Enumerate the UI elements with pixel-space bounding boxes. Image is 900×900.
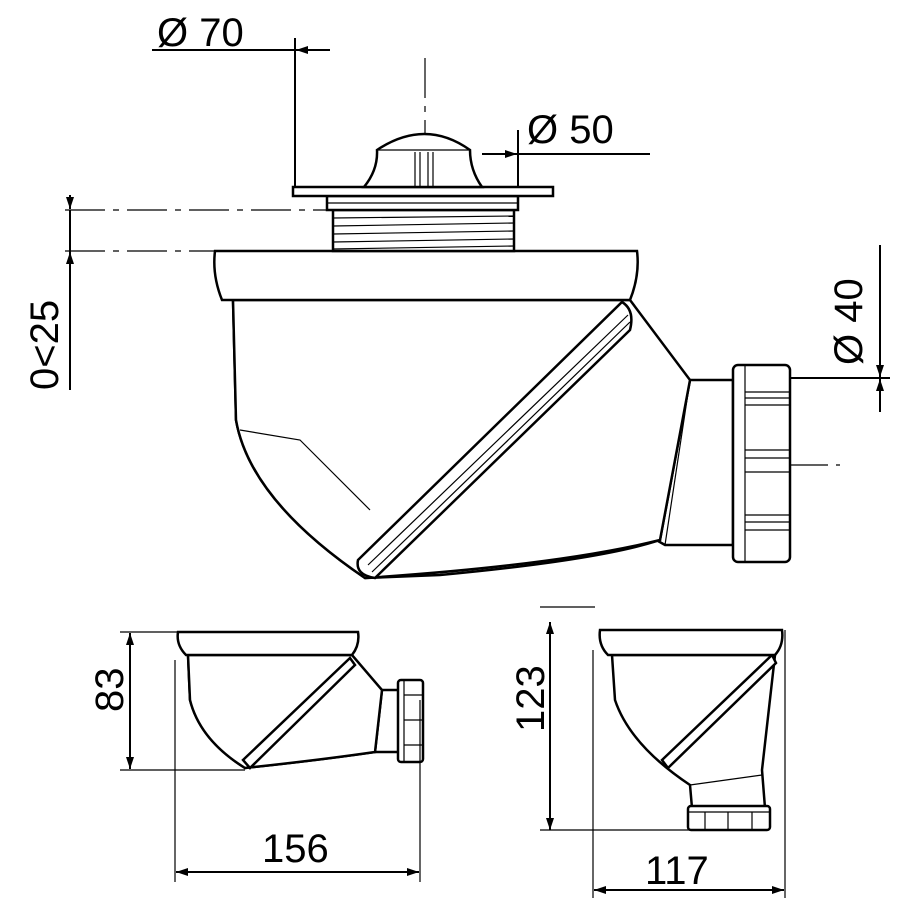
cap-diameter-dimension: Ø 50: [482, 108, 650, 210]
front-width-label: 117: [645, 849, 709, 893]
flange-diameter-dimension: Ø 70: [152, 11, 330, 192]
trap-main-view: [213, 132, 792, 580]
trap-side-view: [176, 630, 425, 770]
trap-front-view: [598, 628, 784, 832]
side-width-label: 156: [262, 827, 329, 871]
flange-diameter-label: Ø 70: [157, 11, 244, 55]
outlet-diameter-dimension: Ø 40: [790, 245, 890, 412]
adjustment-dimension: 0<25: [23, 195, 74, 390]
front-height-label: 123: [509, 665, 553, 732]
cap-diameter-label: Ø 50: [527, 108, 614, 152]
adjustment-label: 0<25: [23, 300, 67, 390]
outlet-diameter-label: Ø 40: [827, 278, 871, 365]
side-width-dimension: 156: [174, 660, 421, 882]
front-height-dimension: 123: [509, 606, 690, 831]
front-width-dimension: 117: [592, 630, 786, 898]
side-height-dimension: 83: [88, 631, 245, 771]
side-height-label: 83: [88, 668, 132, 713]
